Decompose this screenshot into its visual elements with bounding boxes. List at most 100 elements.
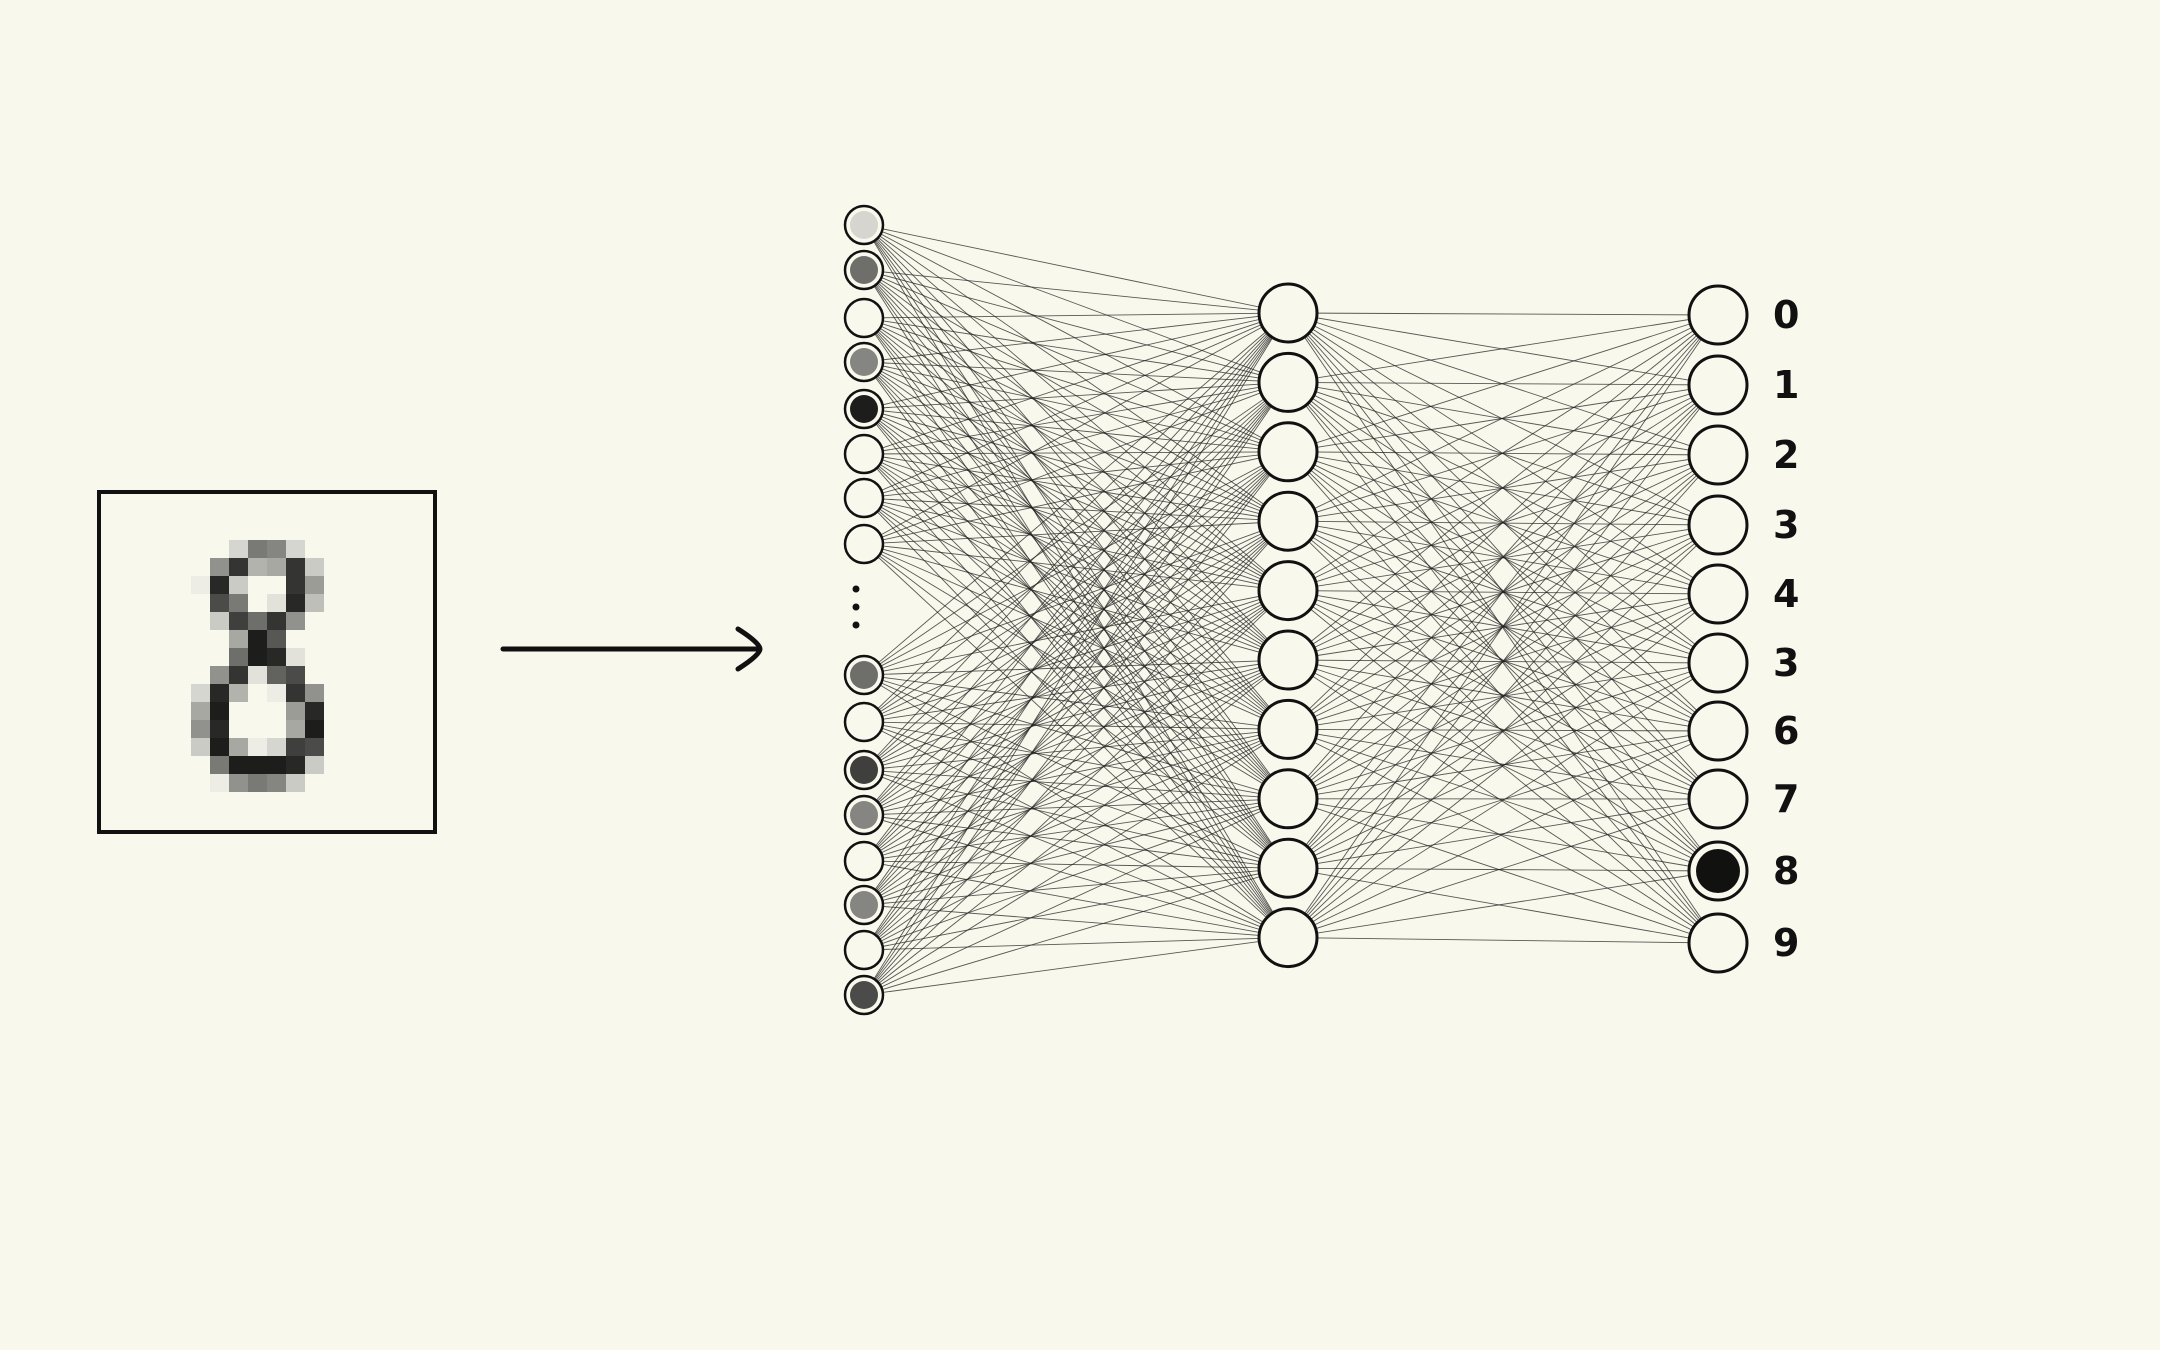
output-neuron: [1687, 912, 1749, 974]
edge: [863, 659, 1289, 906]
edge: [863, 769, 1289, 800]
edge: [1287, 659, 1719, 944]
pixel: [305, 558, 324, 576]
pixel: [286, 594, 305, 612]
input-activation: [850, 661, 878, 689]
input-digit-image: [97, 490, 437, 834]
edge: [863, 382, 1289, 723]
pixel: [305, 738, 324, 756]
edge: [863, 728, 1289, 906]
edge: [1287, 314, 1719, 453]
edge: [863, 312, 1289, 410]
edge: [863, 543, 1289, 869]
edge: [1287, 314, 1719, 938]
edge: [863, 361, 1289, 661]
edge: [863, 312, 1289, 996]
edge: [863, 798, 1289, 862]
pixel: [229, 666, 248, 684]
edge: [863, 317, 1289, 661]
edge: [1287, 314, 1719, 383]
edge: [863, 674, 1289, 730]
output-neuron: [1687, 494, 1749, 556]
edge: [863, 312, 1289, 676]
edge: [863, 382, 1289, 816]
edge: [863, 312, 1289, 771]
pixel: [229, 612, 248, 630]
edge: [863, 382, 1289, 906]
pixel: [210, 666, 229, 684]
edge: [863, 497, 1289, 592]
input-neuron: [843, 297, 885, 339]
output-neuron: [1687, 563, 1749, 625]
output-neuron: [1687, 354, 1749, 416]
edge: [863, 381, 1289, 455]
hidden-neuron: [1257, 698, 1319, 760]
pixel: [248, 666, 267, 684]
edge: [863, 659, 1289, 996]
edge: [863, 361, 1289, 383]
input-neuron: [843, 433, 885, 475]
edge: [863, 224, 1289, 453]
pixel: [286, 720, 305, 738]
pixel: [229, 684, 248, 702]
edge: [863, 312, 1289, 319]
edge: [1287, 314, 1719, 869]
edge: [863, 451, 1289, 996]
output-layer: [1687, 284, 1749, 974]
pixel: [248, 558, 267, 576]
edge: [863, 317, 1289, 869]
input-neuron: [843, 929, 885, 971]
input-neuron: [843, 701, 885, 743]
edge: [1287, 662, 1719, 938]
edge: [863, 867, 1289, 951]
edge: [863, 590, 1289, 951]
edge: [1287, 870, 1719, 939]
pixel-grid: [191, 540, 324, 792]
pixel: [305, 684, 324, 702]
edge: [863, 312, 1289, 906]
edge: [1287, 314, 1719, 800]
edge: [863, 497, 1289, 938]
edge: [863, 224, 1289, 661]
edge: [1287, 454, 1719, 938]
edge: [863, 224, 1289, 383]
edge: [863, 659, 1289, 816]
edge: [863, 269, 1289, 383]
edge: [863, 729, 1289, 951]
edge: [1287, 730, 1719, 869]
input-activation: [850, 256, 878, 284]
edge: [1287, 937, 1719, 944]
edge: [863, 659, 1289, 951]
edge: [863, 453, 1289, 592]
edge: [863, 317, 1289, 938]
edge: [1287, 312, 1719, 800]
edge: [863, 453, 1289, 661]
edge: [863, 937, 1289, 996]
arrow-icon: [500, 626, 763, 672]
edge: [863, 408, 1289, 869]
edge: [863, 729, 1289, 996]
edge: [863, 451, 1289, 951]
pixel: [191, 684, 210, 702]
edge: [863, 453, 1289, 730]
pixel: [267, 612, 286, 630]
edge: [1287, 314, 1719, 661]
output-label: 8: [1773, 849, 1799, 893]
pixel: [191, 720, 210, 738]
edge: [863, 937, 1289, 951]
edge: [863, 224, 1289, 314]
pixel: [210, 720, 229, 738]
edge: [863, 451, 1289, 862]
edge: [863, 224, 1289, 869]
pixel: [229, 540, 248, 558]
edge: [863, 224, 1289, 938]
edge: [863, 317, 1289, 800]
input-neuron: [843, 840, 885, 882]
output-label: 9: [1773, 921, 1799, 965]
pixel: [210, 738, 229, 756]
edge: [863, 659, 1289, 771]
pixel: [267, 594, 286, 612]
edge: [863, 814, 1289, 939]
